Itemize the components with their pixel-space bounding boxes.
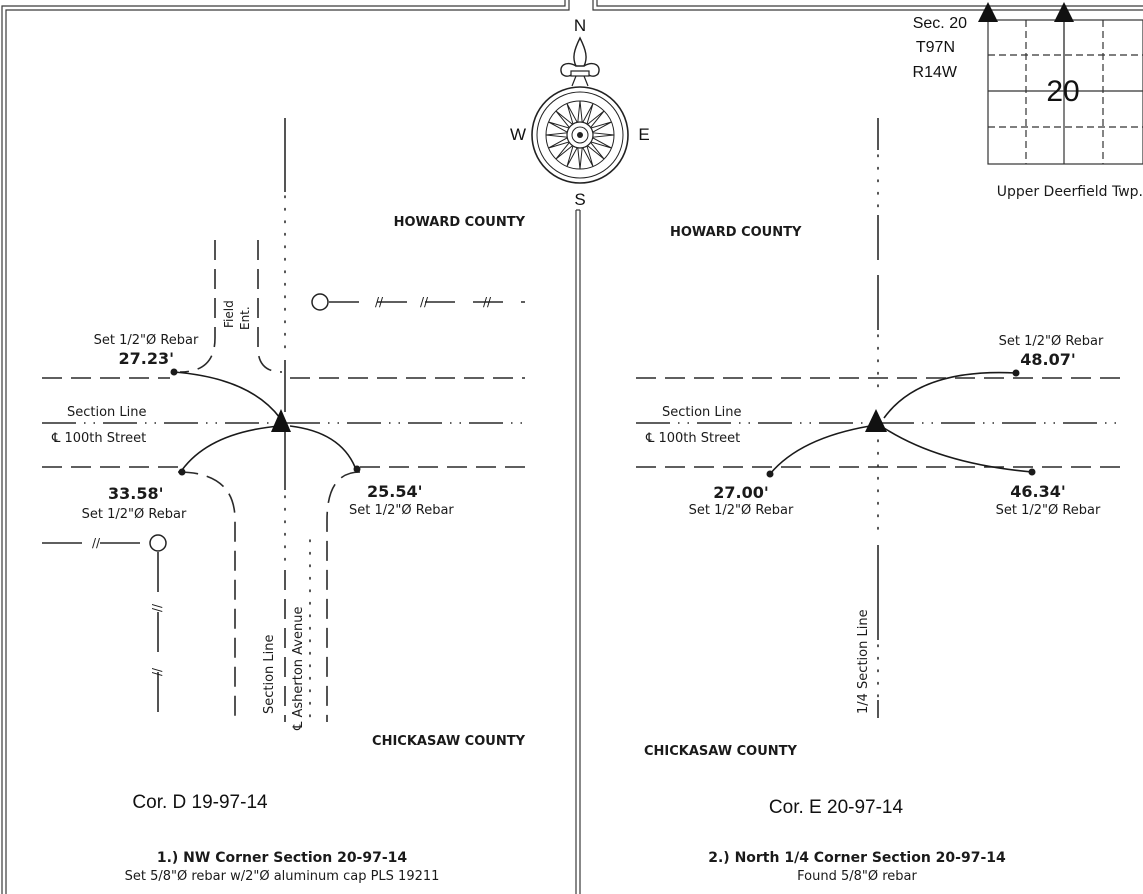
tie-nw-rebar-label: Set 1/2"Ø Rebar bbox=[94, 333, 199, 348]
fence-break-mark: // bbox=[420, 295, 429, 309]
fence-break-mark: // bbox=[150, 667, 164, 676]
fence-break-mark: // bbox=[150, 603, 164, 612]
left-howard-county: HOWARD COUNTY bbox=[394, 215, 526, 230]
corner-marker-icon bbox=[865, 409, 887, 432]
left-chickasaw-county: CHICKASAW COUNTY bbox=[372, 734, 526, 749]
fence-line bbox=[42, 293, 525, 728]
right-caption-title: 2.) North 1/4 Corner Section 20-97-14 bbox=[708, 850, 1006, 866]
tie-nw-distance: 27.23' bbox=[118, 349, 174, 368]
right-section-line-label: Section Line bbox=[662, 405, 742, 420]
left-street-label: ℄ 100th Street bbox=[51, 431, 146, 446]
compass-south-label: S bbox=[574, 190, 585, 209]
asherton-avenue-label: ℄ Asherton Avenue bbox=[291, 607, 306, 731]
tie-se-distance-right: 46.34' bbox=[1010, 482, 1066, 501]
quarter-corner-marker-icon bbox=[1054, 2, 1074, 22]
right-chickasaw-county: CHICKASAW COUNTY bbox=[644, 744, 798, 759]
compass-rose: N S W E bbox=[510, 16, 650, 209]
township-name: Upper Deerfield Twp. bbox=[997, 184, 1143, 200]
fence-break-mark: // bbox=[483, 295, 492, 309]
left-panel: HOWARD COUNTY CHICKASAW COUNTY Field Ent… bbox=[42, 118, 526, 884]
left-v-section-line-label: Section Line bbox=[262, 634, 277, 714]
section-key-township: T97N bbox=[916, 39, 955, 56]
tie-sw-distance-right: 27.00' bbox=[713, 483, 769, 502]
right-caption-subtitle: Found 5/8"Ø rebar bbox=[797, 869, 917, 884]
left-corner-id: Cor. D 19-97-14 bbox=[132, 792, 268, 813]
right-corner-id: Cor. E 20-97-14 bbox=[769, 797, 904, 818]
tie-sw-distance: 33.58' bbox=[108, 484, 164, 503]
right-howard-county: HOWARD COUNTY bbox=[670, 225, 802, 240]
left-caption-title: 1.) NW Corner Section 20-97-14 bbox=[157, 850, 408, 866]
section-corner-marker-icon bbox=[978, 2, 998, 22]
left-caption-subtitle: Set 5/8"Ø rebar w/2"Ø aluminum cap PLS 1… bbox=[125, 869, 440, 884]
tie-se-distance: 25.54' bbox=[367, 482, 423, 501]
field-entrance-label-1: Field bbox=[222, 300, 236, 328]
section-key: Sec. 20 T97N R14W 20 Upper Deerfield Twp… bbox=[913, 2, 1143, 200]
compass-west-label: W bbox=[510, 125, 526, 144]
section-key-number: 20 bbox=[1046, 75, 1079, 108]
tie-se-rebar-label: Set 1/2"Ø Rebar bbox=[349, 503, 454, 518]
quarter-section-line-label: 1/4 Section Line bbox=[856, 609, 871, 714]
tie-ne-distance: 48.07' bbox=[1020, 350, 1076, 369]
tie-ne-rebar-label: Set 1/2"Ø Rebar bbox=[999, 334, 1104, 349]
fence-break-mark: // bbox=[92, 536, 101, 550]
compass-star-icon bbox=[531, 86, 629, 184]
left-section-line-label: Section Line bbox=[67, 405, 147, 420]
compass-north-label: N bbox=[574, 16, 586, 35]
compass-east-label: E bbox=[638, 125, 649, 144]
fence-break-mark: // bbox=[375, 295, 384, 309]
power-pole-icon bbox=[149, 534, 167, 552]
corner-marker-icon bbox=[271, 409, 291, 432]
power-pole-icon bbox=[311, 293, 329, 311]
tie-sw-rebar-label-right: Set 1/2"Ø Rebar bbox=[689, 503, 794, 518]
section-key-range: R14W bbox=[913, 64, 958, 81]
tie-se-rebar-label-right: Set 1/2"Ø Rebar bbox=[996, 503, 1101, 518]
right-panel: HOWARD COUNTY CHICKASAW COUNTY Section L… bbox=[636, 118, 1120, 884]
fleur-de-lis-icon bbox=[560, 36, 600, 87]
tie-sw-rebar-label: Set 1/2"Ø Rebar bbox=[82, 507, 187, 522]
section-key-sec: Sec. 20 bbox=[913, 15, 967, 32]
field-entrance-label-2: Ent. bbox=[238, 306, 252, 330]
right-street-label: ℄ 100th Street bbox=[645, 431, 740, 446]
